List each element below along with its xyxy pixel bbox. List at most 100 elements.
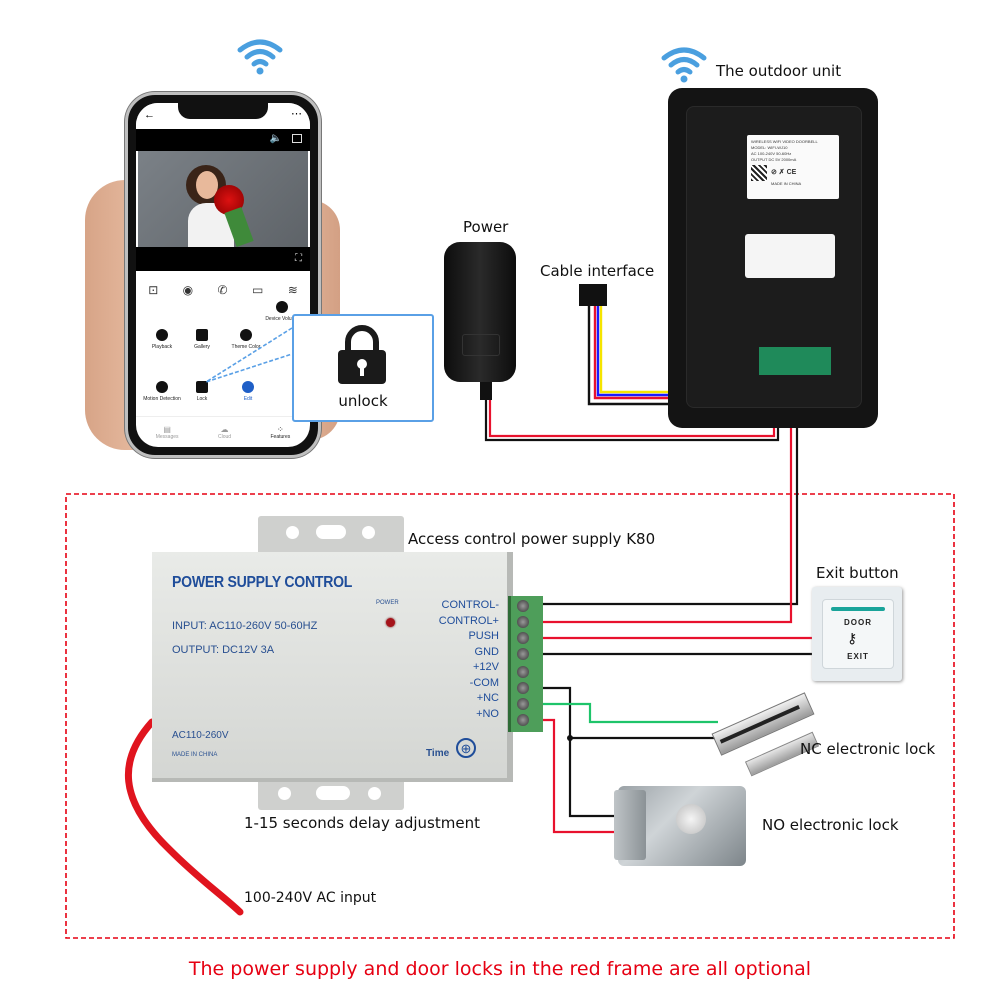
tab-cloud[interactable]: ☁Cloud xyxy=(217,424,232,440)
mount-ear-bottom xyxy=(258,778,404,810)
grid-icon: ⁘ xyxy=(277,424,284,434)
no-electronic-lock xyxy=(614,786,746,866)
optional-note: The power supply and door locks in the r… xyxy=(188,958,812,980)
ce-mark-icon: ⊘ ✗ CE xyxy=(771,169,797,176)
terminal-screw[interactable] xyxy=(517,682,529,694)
callout-pointer xyxy=(205,327,293,383)
ac-input-cable xyxy=(124,718,244,916)
terminal-screw[interactable] xyxy=(517,714,529,726)
qr-code xyxy=(751,165,767,181)
terminal-block xyxy=(508,596,543,732)
key-icon: ⚷ xyxy=(847,630,858,646)
person-face xyxy=(196,171,218,199)
cable-interface-label: Cable interface xyxy=(540,262,655,280)
feature-theme-color[interactable]: Theme Color xyxy=(226,329,266,350)
power-led xyxy=(386,618,395,627)
exit-button-wires xyxy=(540,636,812,656)
feature-device-volume[interactable]: Device Volume xyxy=(262,301,302,322)
feature-edit[interactable]: Edit xyxy=(228,381,268,402)
wifi-icon-outdoor xyxy=(661,47,707,83)
outdoor-unit: WIRELESS WIFI VIDEO DOORBELL MODEL: WIFI… xyxy=(668,88,878,428)
terminal-screw[interactable] xyxy=(517,648,529,660)
terminal-screw[interactable] xyxy=(517,616,529,628)
exit-button-label: Exit button xyxy=(816,564,899,582)
nc-lock-label: NC electronic lock xyxy=(800,740,936,758)
phone-notch xyxy=(178,103,268,119)
tab-messages[interactable]: ▤Messages xyxy=(155,424,179,440)
terminal-screw[interactable] xyxy=(517,600,529,612)
speaker-icon[interactable]: 🔈 xyxy=(269,133,282,144)
lock-wires xyxy=(540,686,720,834)
outdoor-unit-back-panel: WIRELESS WIFI VIDEO DOORBELL MODEL: WIFI… xyxy=(686,106,862,408)
tab-features[interactable]: ⁘Features xyxy=(270,424,291,440)
feature-playback[interactable]: Playback xyxy=(142,329,182,350)
lock-bolt xyxy=(614,790,646,860)
wifi-icon-phone xyxy=(237,39,283,75)
exit-indicator-bar xyxy=(831,607,885,611)
app-tab-bar: ▤Messages ☁Cloud ⁘Features xyxy=(136,416,310,447)
power-adapter xyxy=(444,242,516,382)
fullscreen-icon[interactable] xyxy=(292,134,302,143)
cable-interface-connector xyxy=(579,284,607,306)
feature-lock[interactable]: Lock xyxy=(182,381,222,402)
play-icon xyxy=(156,329,168,341)
terminal-screw[interactable] xyxy=(517,698,529,710)
box-ac-rating: AC110-260V xyxy=(172,730,229,741)
time-label: Time xyxy=(426,748,450,759)
collapse-icon[interactable]: ≋ xyxy=(287,283,298,297)
speaker-volume-icon xyxy=(276,301,288,313)
cloud-icon: ☁ xyxy=(220,424,229,434)
rotate-icon[interactable]: ⛶ xyxy=(295,253,302,264)
edit-icon xyxy=(242,381,254,393)
exit-button-face: DOOR ⚷ EXIT xyxy=(822,599,894,669)
feature-gallery[interactable]: Gallery xyxy=(182,329,222,350)
screenshot-icon[interactable]: ⊡ xyxy=(148,283,159,297)
phone-screen: ← ⋯ 🔈 ⛶ ⊡ ◉ ✆ ▭ ≋ Playback Gallery Theme… xyxy=(136,103,310,447)
outdoor-wiring-label xyxy=(745,234,835,278)
lock-icon xyxy=(196,381,208,393)
no-lock-label: NO electronic lock xyxy=(762,816,899,834)
adapter-label-window xyxy=(462,334,500,356)
video-header: 🔈 xyxy=(136,129,310,151)
message-icon: ▤ xyxy=(163,424,171,434)
outdoor-unit-label: The outdoor unit xyxy=(716,62,842,80)
motion-icon xyxy=(156,381,168,393)
box-made-in: MADE IN CHINA xyxy=(172,752,218,758)
padlock-icon xyxy=(338,325,386,384)
live-video-feed[interactable] xyxy=(138,151,308,247)
feature-motion-detection[interactable]: Motion Detection xyxy=(142,381,182,402)
time-adjust-knob-icon[interactable]: ⊕ xyxy=(456,738,476,758)
delay-label: 1-15 seconds delay adjustment xyxy=(244,814,480,832)
adapter-cable-strain xyxy=(480,382,492,400)
smartphone: ← ⋯ 🔈 ⛶ ⊡ ◉ ✆ ▭ ≋ Playback Gallery Theme… xyxy=(125,92,321,458)
power-label: Power xyxy=(463,218,509,236)
outdoor-connector-board xyxy=(759,347,831,375)
power-led-label: POWER xyxy=(376,600,399,606)
access-control-label: Access control power supply K80 xyxy=(408,530,656,548)
box-input-spec: INPUT: AC110-260V 50-60HZ xyxy=(172,620,318,632)
exit-button[interactable]: DOOR ⚷ EXIT xyxy=(812,587,902,681)
ac-input-label: 100-240V AC input xyxy=(244,890,377,906)
k80-power-supply: POWER SUPPLY CONTROL INPUT: AC110-260V 5… xyxy=(152,552,513,782)
palette-icon xyxy=(240,329,252,341)
box-output-spec: OUTPUT: DC12V 3A xyxy=(172,644,275,656)
more-icon[interactable]: ⋯ xyxy=(291,108,302,120)
back-arrow-icon[interactable]: ← xyxy=(144,109,155,121)
record-icon[interactable]: ▭ xyxy=(251,283,264,297)
camera-icon[interactable]: ◉ xyxy=(182,283,194,297)
control-lines xyxy=(540,342,799,624)
terminal-screw[interactable] xyxy=(517,632,529,644)
mount-ear-top xyxy=(258,516,404,554)
video-footer: ⛶ xyxy=(136,247,310,271)
optional-frame xyxy=(65,493,955,939)
outdoor-rating-label: WIRELESS WIFI VIDEO DOORBELL MODEL: WIFI… xyxy=(747,135,839,199)
unlock-callout[interactable]: unlock xyxy=(292,314,434,422)
gallery-icon xyxy=(196,329,208,341)
call-icon[interactable]: ✆ xyxy=(217,283,228,297)
lock-knob xyxy=(676,804,706,834)
video-controls: ⊡ ◉ ✆ ▭ ≋ xyxy=(136,275,310,305)
terminal-labels: CONTROL- CONTROL+ PUSH GND +12V -COM +NC… xyxy=(438,599,499,720)
terminal-screw[interactable] xyxy=(517,666,529,678)
unlock-label: unlock xyxy=(338,392,388,410)
box-title: POWER SUPPLY CONTROL xyxy=(172,574,353,591)
